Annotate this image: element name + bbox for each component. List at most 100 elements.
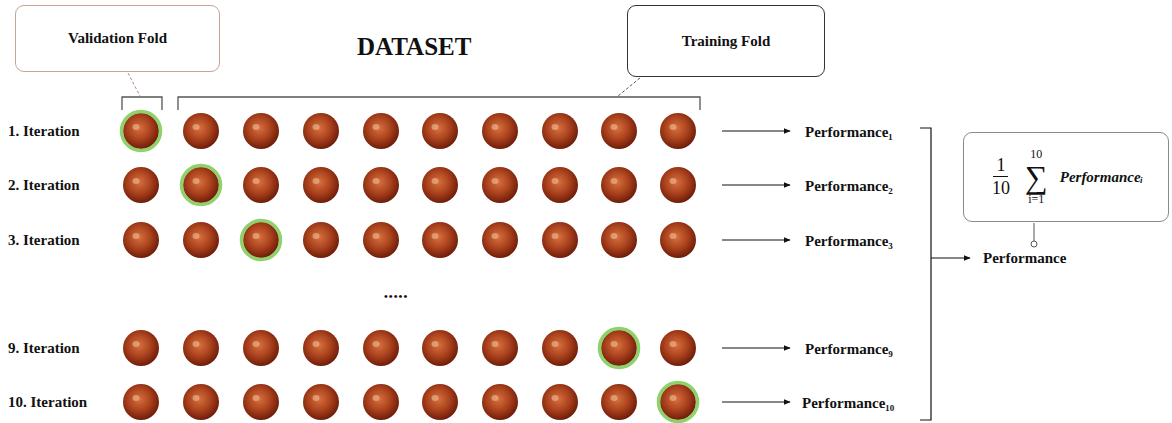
result-arrow — [931, 257, 970, 258]
fundus-image — [303, 222, 339, 258]
validation-highlight — [659, 383, 698, 422]
fundus-image — [303, 113, 339, 149]
fundus-image — [542, 384, 578, 420]
fundus-image — [422, 167, 458, 203]
optic-disc — [492, 233, 499, 239]
optic-disc — [313, 395, 320, 401]
fundus-image — [482, 167, 518, 203]
fundus-disc — [660, 222, 696, 258]
fundus-image — [183, 384, 219, 420]
final-performance-label: Performance — [983, 250, 1066, 266]
fundus-image — [601, 113, 637, 149]
label-wrap: Performance₁₀ — [802, 394, 894, 412]
fundus-image — [601, 222, 637, 258]
fundus-image — [183, 330, 219, 366]
optic-disc — [432, 178, 439, 184]
fundus-disc — [363, 113, 399, 149]
optic-disc — [133, 233, 140, 239]
optic-disc — [670, 178, 677, 184]
fundus-image — [303, 330, 339, 366]
label-wrap: 2. Iteration — [8, 176, 80, 194]
performance-label: Performance₂ — [805, 178, 893, 194]
fundus-disc — [123, 167, 159, 203]
optic-disc — [552, 341, 559, 347]
fundus-image — [303, 167, 339, 203]
optic-disc — [373, 233, 380, 239]
optic-disc — [552, 178, 559, 184]
performance-arrow — [722, 239, 790, 240]
fundus-image — [422, 113, 458, 149]
fundus-disc — [363, 167, 399, 203]
iteration-label: 1. Iteration — [8, 123, 80, 139]
iteration-row — [123, 383, 790, 422]
training-fold-box: Training Fold — [627, 5, 825, 77]
optic-disc — [552, 124, 559, 130]
fundus-disc — [243, 384, 279, 420]
optic-disc — [670, 233, 677, 239]
fundus-disc — [363, 222, 399, 258]
optic-disc — [193, 341, 200, 347]
optic-disc — [193, 178, 200, 184]
performance-label: Performance₁₀ — [802, 395, 894, 411]
optic-disc — [253, 178, 260, 184]
iteration-label: 2. Iteration — [8, 177, 80, 193]
label-wrap: 10. Iteration — [8, 393, 87, 411]
label-wrap: Performance₂ — [805, 177, 893, 195]
diagram-title: DATASET — [357, 33, 471, 60]
optic-disc — [373, 178, 380, 184]
fundus-disc — [123, 330, 159, 366]
fundus-disc — [660, 330, 696, 366]
fundus-image — [122, 112, 161, 151]
summand: Performanceᵢ — [1060, 169, 1143, 186]
performance-label: Performance₃ — [805, 233, 893, 249]
optic-disc — [373, 341, 380, 347]
summand-term: Performanceᵢ — [1060, 169, 1143, 186]
fundus-image — [243, 384, 279, 420]
fraction: 110 — [989, 156, 1013, 199]
fundus-disc — [363, 384, 399, 420]
fundus-image — [183, 222, 219, 258]
fundus-disc — [303, 222, 339, 258]
performance-label: Performance₉ — [805, 341, 893, 357]
leader-dot — [1031, 241, 1037, 247]
optic-disc — [253, 395, 260, 401]
fundus-image — [542, 113, 578, 149]
optic-disc — [670, 341, 677, 347]
fundus-disc — [243, 167, 279, 203]
optic-disc — [373, 124, 380, 130]
optic-disc — [492, 395, 499, 401]
fundus-disc — [123, 384, 159, 420]
fundus-image — [601, 384, 637, 420]
optic-disc — [313, 178, 320, 184]
fundus-image — [542, 222, 578, 258]
fundus-image — [243, 167, 279, 203]
fundus-image — [422, 330, 458, 366]
fundus-image — [659, 383, 698, 422]
performance-arrow — [722, 184, 790, 185]
optic-disc — [552, 395, 559, 401]
fundus-image — [123, 384, 159, 420]
label-wrap: 9. Iteration — [8, 339, 80, 357]
fundus-image — [243, 113, 279, 149]
fundus-disc — [482, 222, 518, 258]
iteration-row — [122, 112, 791, 151]
sum-upper-limit: 10 — [1030, 148, 1042, 161]
fundus-disc — [183, 330, 219, 366]
fundus-disc — [601, 384, 637, 420]
fundus-disc — [422, 330, 458, 366]
fundus-disc — [542, 330, 578, 366]
validation-highlight — [242, 221, 281, 260]
fundus-image — [303, 384, 339, 420]
fundus-disc — [243, 330, 279, 366]
fundus-disc — [482, 330, 518, 366]
label-wrap: Performance₉ — [805, 340, 893, 358]
iteration-label: 3. Iteration — [8, 232, 80, 248]
leader-line — [128, 73, 140, 96]
optic-disc — [492, 178, 499, 184]
fundus-image — [482, 384, 518, 420]
optic-disc — [611, 233, 618, 239]
fundus-image — [600, 329, 639, 368]
fundus-disc — [542, 167, 578, 203]
validation-highlight — [182, 166, 221, 205]
optic-disc — [432, 233, 439, 239]
